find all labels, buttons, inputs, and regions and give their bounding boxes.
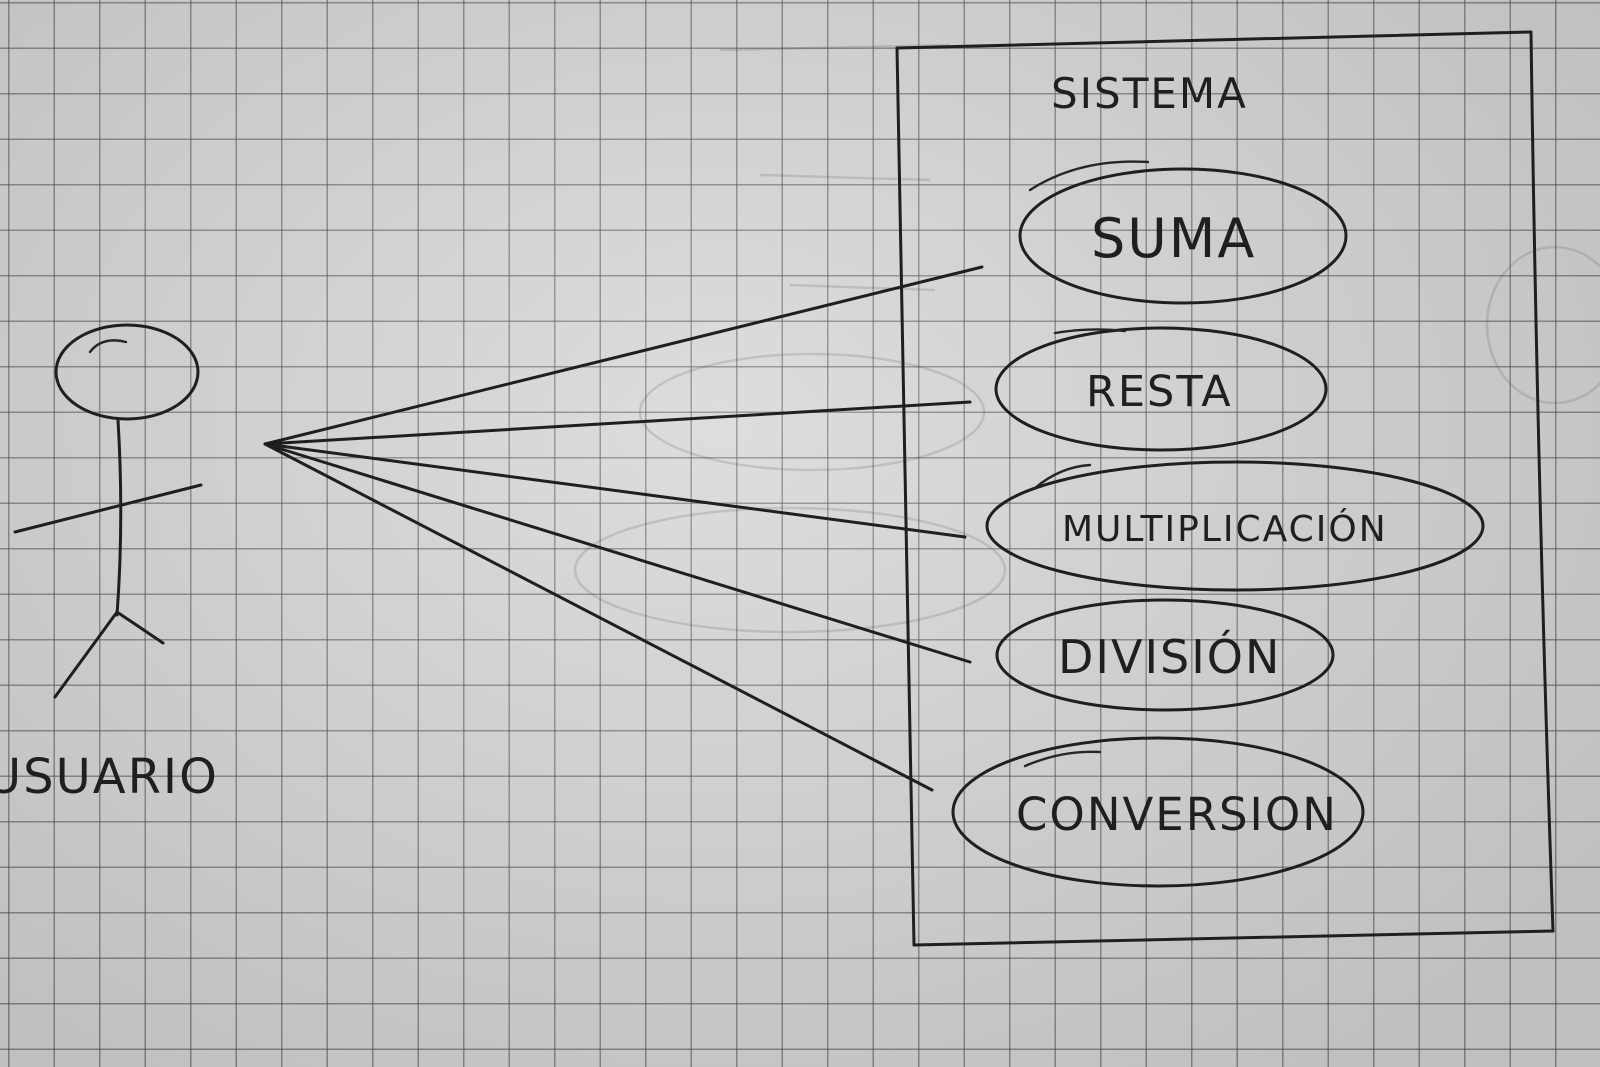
use-case-label-multiplicacion: MULTIPLICACIÓN (1062, 508, 1388, 550)
association-multiplicacion (263, 442, 967, 539)
association-lines (263, 265, 984, 792)
use-case-ellipse (1018, 167, 1348, 305)
use-case-label-division: DIVISIÓN (1058, 630, 1281, 684)
use-case-ellipse (994, 326, 1328, 452)
use-case-ellipse (985, 460, 1485, 592)
actor-right-leg (115, 610, 165, 645)
association-suma (263, 265, 984, 446)
actor-arms (13, 483, 203, 534)
actor-body (115, 418, 123, 617)
use-case-ellipse (951, 736, 1365, 888)
use-case-label-suma: SUMA (1091, 207, 1256, 270)
association-resta (263, 400, 972, 446)
actor-left-leg (53, 610, 119, 699)
actor-head (54, 323, 200, 421)
system-boundary: SISTEMA (895, 30, 1555, 947)
bleed-through-marks (573, 43, 1600, 634)
actor-label: USUARIO (0, 749, 219, 805)
use-case-multiplicacion: MULTIPLICACIÓN (985, 460, 1485, 592)
association-conversion (263, 442, 934, 792)
use-case-label-conversion: CONVERSION (1016, 788, 1338, 841)
use-case-suma: SUMA (1018, 160, 1348, 305)
system-label: SISTEMA (1051, 69, 1248, 118)
use-case-conversion: CONVERSION (951, 736, 1365, 888)
use-case-resta: RESTA (994, 326, 1328, 452)
use-case-label-resta: RESTA (1086, 367, 1233, 417)
use-case-division: DIVISIÓN (995, 598, 1335, 712)
association-division (263, 442, 972, 664)
use-case-ellipse (995, 598, 1335, 712)
actor-usuario: USUARIO (0, 323, 219, 805)
